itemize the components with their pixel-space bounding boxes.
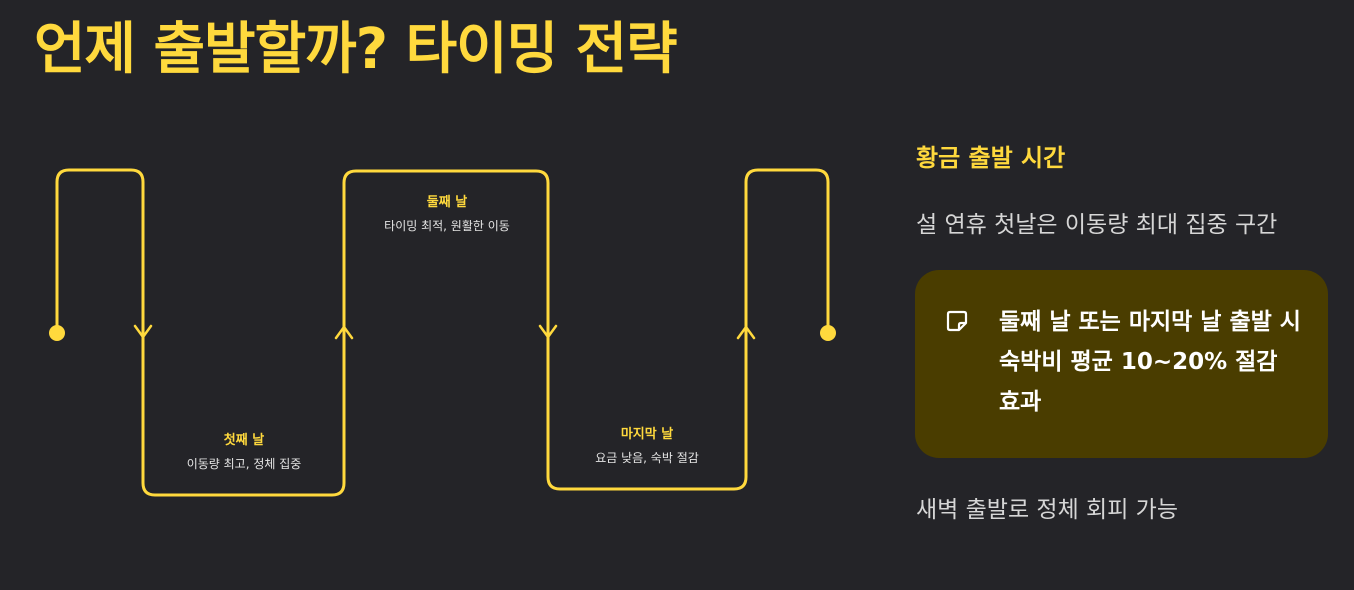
arrow-up-icon [736, 325, 756, 340]
end-dot [820, 325, 836, 341]
stage-desc-first-day: 이동량 최고, 정체 집중 [186, 457, 302, 471]
arrow-up-icon [334, 325, 354, 340]
arrow-down-icon [133, 324, 153, 339]
stage-label-second-day: 둘째 날 [426, 195, 468, 210]
stage-desc-second-day: 타이밍 최적, 원활한 이동 [384, 219, 510, 233]
flow-line [55, 168, 830, 497]
stage-label-last-day: 마지막 날 [620, 427, 674, 442]
callout-text: 둘째 날 또는 마지막 날 출발 시 숙박비 평균 10~20% 절감 효과 [999, 309, 1301, 415]
note-icon [946, 310, 968, 332]
stage-desc-last-day: 요금 낮음, 숙박 절감 [595, 451, 699, 465]
arrow-down-icon [538, 324, 558, 339]
flow-path-graphic [49, 168, 836, 497]
savings-callout: 둘째 날 또는 마지막 날 출발 시 숙박비 평균 10~20% 절감 효과 [915, 270, 1328, 458]
early-departure-text: 새벽 출발로 정체 회피 가능 [916, 497, 1179, 523]
start-dot [49, 325, 65, 341]
peak-travel-text: 설 연휴 첫날은 이동량 최대 집중 구간 [916, 212, 1278, 238]
page-title: 언제 출발할까? 타이밍 전략 [34, 17, 678, 82]
stage-label-first-day: 첫째 날 [223, 433, 265, 448]
timing-flow-diagram: 첫째 날 이동량 최고, 정체 집중 둘째 날 타이밍 최적, 원활한 이동 마… [49, 168, 836, 497]
section-title: 황금 출발 시간 [916, 144, 1066, 172]
